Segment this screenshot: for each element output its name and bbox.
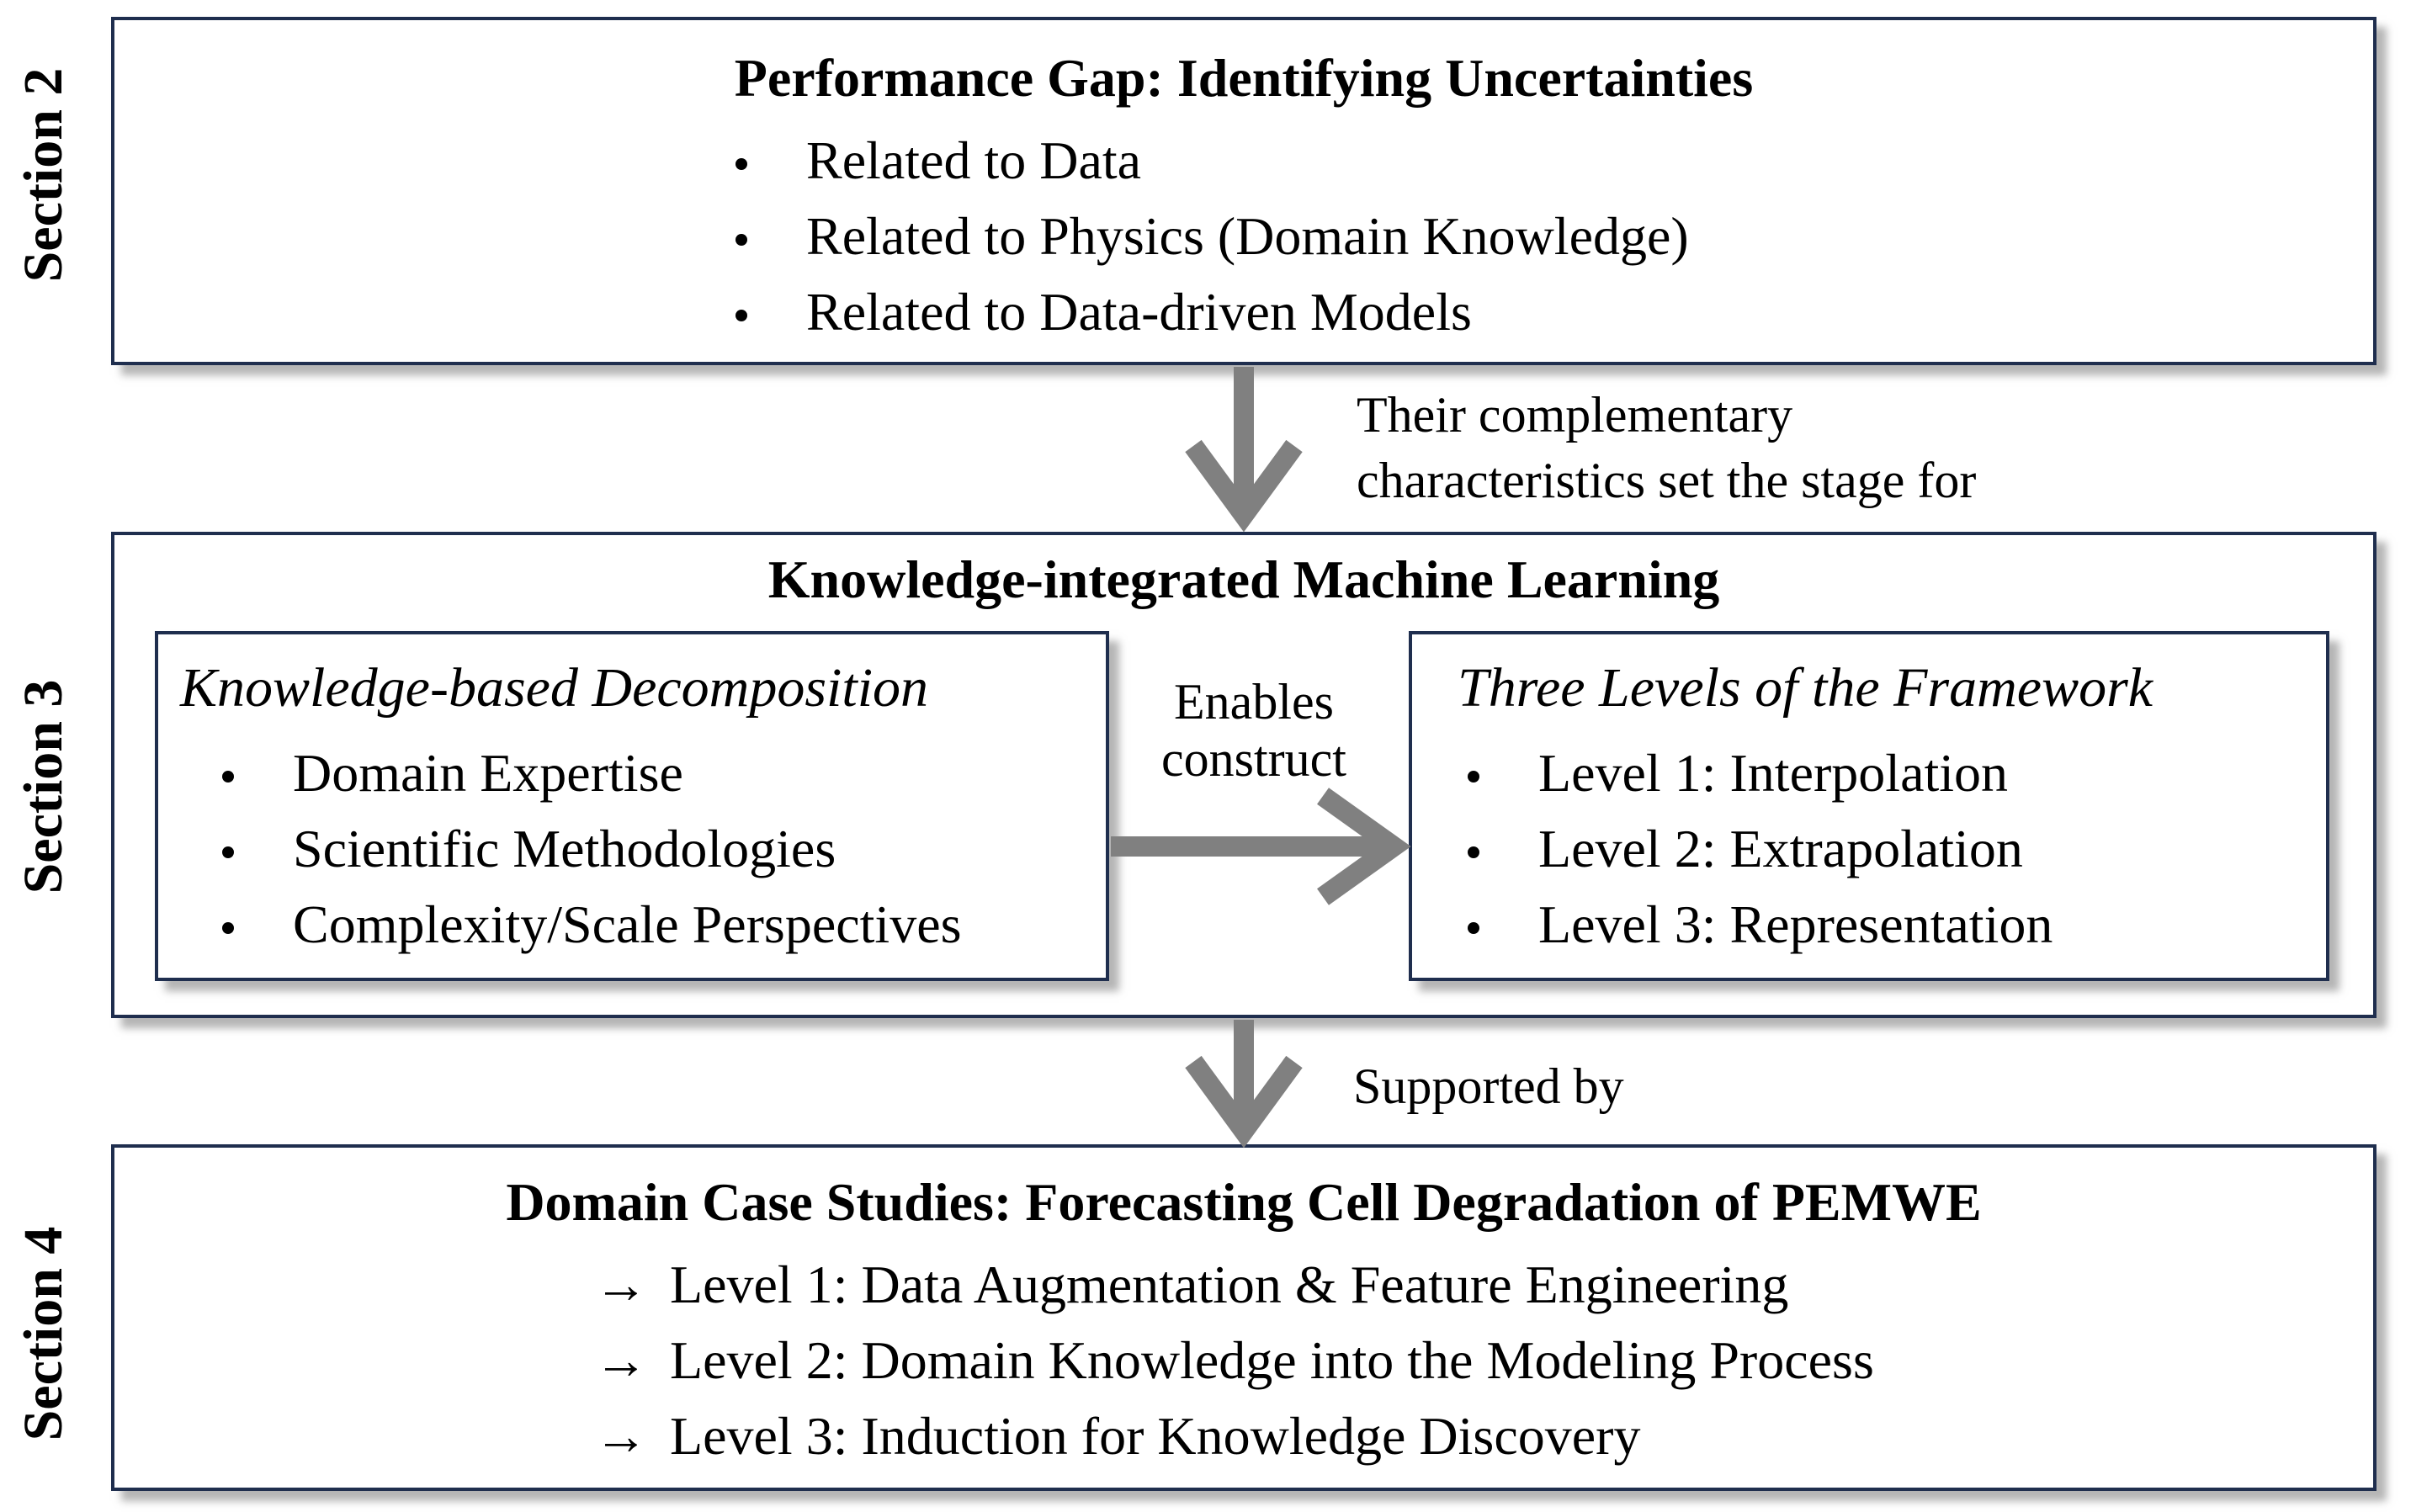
list-item: Level 1: Interpolation xyxy=(1538,743,2009,803)
connector-1-line-2: characteristics set the stage for xyxy=(1357,453,1977,508)
down-arrow-icon xyxy=(1185,1020,1303,1149)
bullet xyxy=(1468,922,1479,934)
bullet xyxy=(1468,846,1479,858)
bullet xyxy=(222,846,234,858)
connector-2-caption: Supported by xyxy=(1353,1058,1624,1114)
enables-construct-caption: Enables construct xyxy=(1128,673,1380,788)
middle-line-1: Enables xyxy=(1174,674,1334,729)
decomposition-title: Knowledge-based Decomposition xyxy=(180,657,929,719)
list-item: Related to Physics (Domain Knowledge) xyxy=(806,206,1689,266)
framework-levels-box: Three Levels of the Framework Level 1: I… xyxy=(1409,631,2329,981)
list-item: Related to Data-driven Models xyxy=(806,282,1472,342)
bullet xyxy=(736,234,747,246)
framework-levels-title: Three Levels of the Framework xyxy=(1458,657,2153,719)
section-4-title: Domain Case Studies: Forecasting Cell De… xyxy=(506,1172,1982,1232)
list-item: →Level 1: Data Augmentation & Feature En… xyxy=(594,1255,1789,1314)
bullet xyxy=(222,771,234,783)
middle-line-2: construct xyxy=(1161,731,1346,787)
bullet xyxy=(222,922,234,934)
connector-1-line-1: Their complementary xyxy=(1357,387,1793,443)
section-3-title: Knowledge-integrated Machine Learning xyxy=(767,549,1720,609)
list-item: Related to Data xyxy=(806,130,1142,190)
list-item: Domain Expertise xyxy=(293,743,683,803)
list-item: Level 2: Extrapolation xyxy=(1538,819,2023,878)
connector-1-caption: Their complementary characteristics set … xyxy=(1357,382,1976,513)
bullet xyxy=(1468,771,1479,783)
list-item: Complexity/Scale Perspectives xyxy=(293,894,962,954)
section-2-title: Performance Gap: Identifying Uncertainti… xyxy=(734,48,1754,108)
right-arrow-icon xyxy=(1111,788,1411,905)
bullet xyxy=(736,158,747,170)
right-arrow-icon: → xyxy=(594,1330,648,1390)
bullet xyxy=(736,310,747,321)
section-4-box: Domain Case Studies: Forecasting Cell De… xyxy=(111,1144,2376,1491)
down-arrow-icon xyxy=(1185,367,1303,533)
list-item: →Level 2: Domain Knowledge into the Mode… xyxy=(594,1330,1874,1390)
right-arrow-icon: → xyxy=(594,1255,648,1314)
right-arrow-icon: → xyxy=(594,1406,648,1466)
section-2-box: Performance Gap: Identifying Uncertainti… xyxy=(111,17,2376,365)
decomposition-box: Knowledge-based Decomposition Domain Exp… xyxy=(155,631,1109,981)
list-item: Level 3: Representation xyxy=(1538,894,2053,954)
list-item: Scientific Methodologies xyxy=(293,819,836,878)
list-item: →Level 3: Induction for Knowledge Discov… xyxy=(594,1406,1641,1466)
